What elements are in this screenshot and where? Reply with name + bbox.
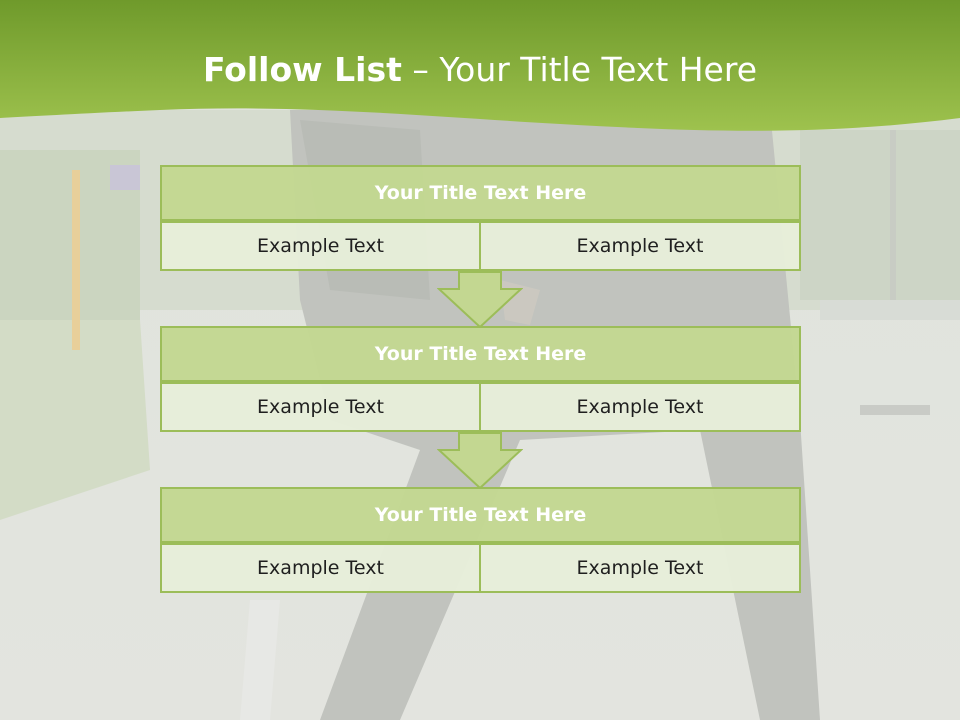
down-arrow-icon — [437, 432, 523, 490]
step-title: Your Title Text Here — [160, 326, 801, 382]
step-block-3: Your Title Text Here Example Text Exampl… — [160, 487, 801, 593]
slide-title: Follow List – Your Title Text Here — [0, 50, 960, 89]
down-arrow-icon — [437, 271, 523, 329]
slide-title-rest: – Your Title Text Here — [412, 50, 758, 89]
step-left-text: Example Text — [160, 543, 481, 593]
step-right-text: Example Text — [479, 382, 801, 432]
step-block-2: Your Title Text Here Example Text Exampl… — [160, 326, 801, 432]
slide-title-bold: Follow List — [202, 50, 402, 89]
step-title: Your Title Text Here — [160, 165, 801, 221]
header-band — [0, 0, 960, 131]
step-title: Your Title Text Here — [160, 487, 801, 543]
step-right-text: Example Text — [479, 221, 801, 271]
step-left-text: Example Text — [160, 382, 481, 432]
step-left-text: Example Text — [160, 221, 481, 271]
step-right-text: Example Text — [479, 543, 801, 593]
step-block-1: Your Title Text Here Example Text Exampl… — [160, 165, 801, 271]
